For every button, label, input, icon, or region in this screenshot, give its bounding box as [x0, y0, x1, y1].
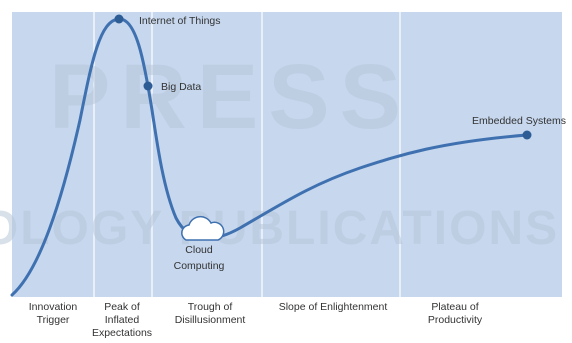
phase-label-peak: Peak of Inflated Expectations — [91, 301, 153, 339]
phase-label-trough: Trough of Disillusionment — [174, 301, 246, 326]
hype-curve — [10, 17, 529, 297]
watermark-text: OLOGY PUBLICATIONS — [0, 202, 559, 255]
tech-label-embedded-systems: Embedded Systems — [472, 115, 566, 127]
marker-dot — [114, 14, 124, 24]
tech-label-internet-of-things: Internet of Things — [139, 15, 221, 27]
phase-label-innovation-trigger: Innovation Trigger — [28, 301, 78, 326]
phase-label-slope: Slope of Enlightenment — [278, 301, 388, 313]
cloud-icon — [181, 215, 225, 241]
tech-label-cloud-line1: Cloud — [185, 244, 213, 256]
marker-dot — [522, 130, 532, 140]
tech-label-big-data: Big Data — [161, 81, 201, 93]
phase-label-plateau: Plateau of Productivity — [427, 301, 483, 326]
tech-label-cloud-line2: Computing — [174, 260, 225, 272]
plot-background — [12, 12, 562, 297]
marker-dot — [143, 81, 153, 91]
watermark-text: PRESS — [49, 46, 411, 148]
